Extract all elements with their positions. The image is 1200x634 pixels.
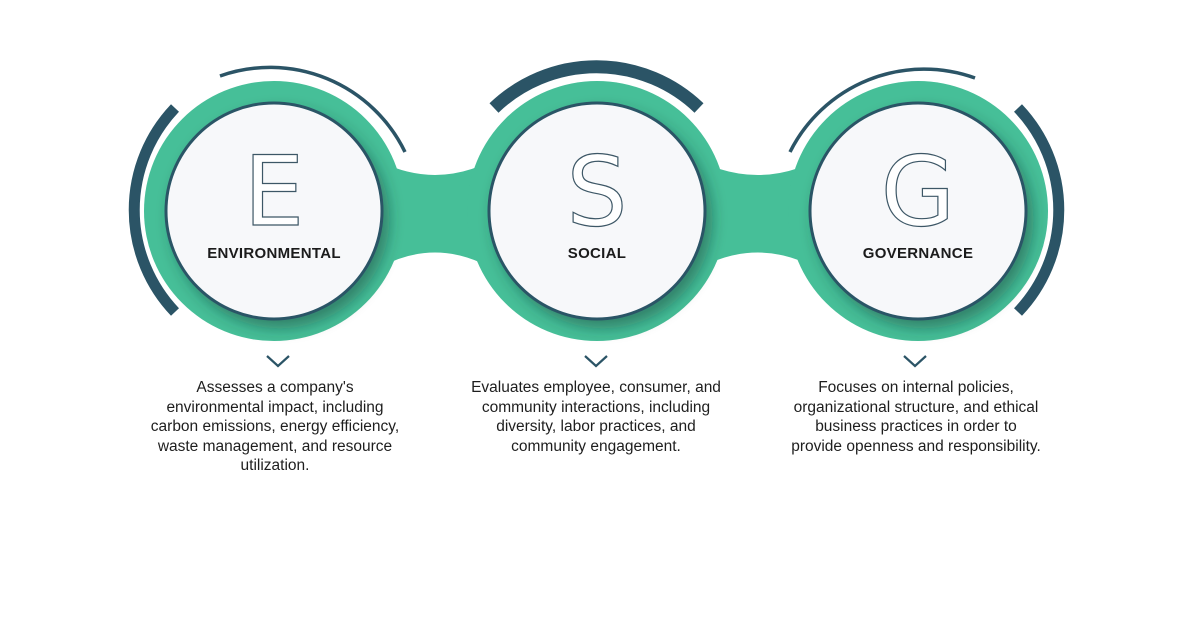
pillar-title-governance: GOVERNANCE	[862, 245, 974, 262]
pillar-description-environmental: Assesses a company's environmental impac…	[150, 379, 400, 474]
pillar-description-governance: Focuses on internal policies, organizati…	[791, 379, 1041, 455]
inner-circles	[164, 101, 1028, 321]
letter-e: E	[243, 136, 305, 248]
pillar-description-social: Evaluates employee, consumer, and commun…	[471, 379, 721, 455]
pillar-title-environmental: ENVIRONMENTAL	[207, 245, 341, 262]
decorative-arcs	[128, 60, 1065, 316]
chevron-down-icon	[903, 355, 927, 368]
letter-s: S	[566, 136, 628, 248]
letter-g: G	[880, 136, 956, 248]
chevron-down-icon	[266, 355, 290, 368]
pillar-title-social: SOCIAL	[567, 245, 627, 262]
chevron-down-icon	[584, 355, 608, 368]
